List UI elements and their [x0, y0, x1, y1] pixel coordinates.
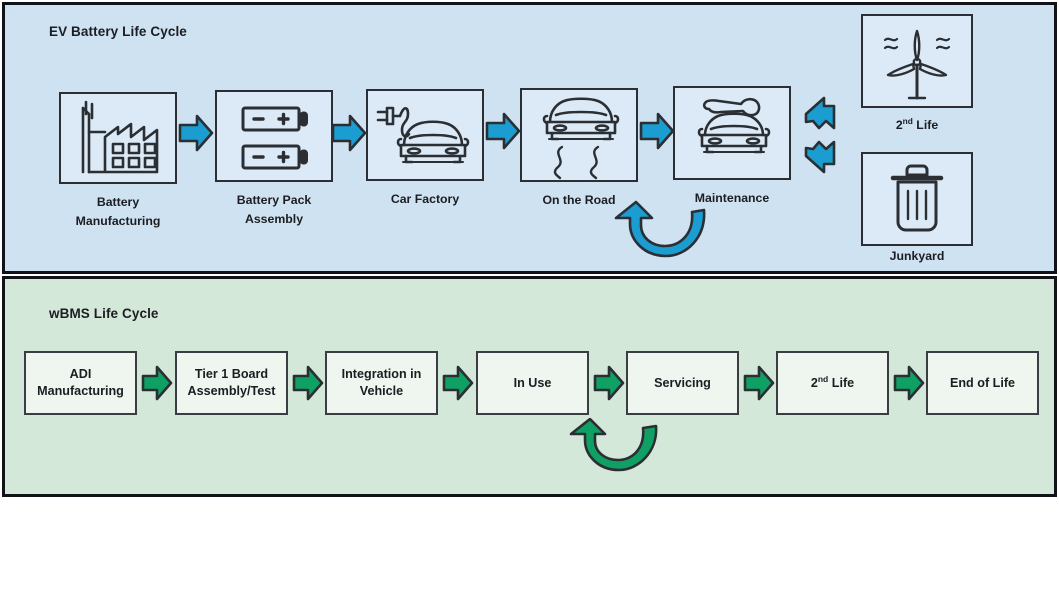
wbms-step-servicing[interactable]: Servicing — [626, 351, 739, 415]
wbms-step-label: End of Life — [949, 375, 1016, 390]
wbms-section-title: wBMS Life Cycle — [49, 306, 159, 321]
ev-stage-label: Car Factory — [390, 192, 460, 206]
wbms-step-adi-manufacturing[interactable]: ADI Manufacturing — [24, 351, 137, 415]
wbms-step-tier-1-board-assembly-test[interactable]: Tier 1 Board Assembly/Test — [175, 351, 288, 415]
arrow-right-icon — [441, 363, 475, 408]
wbms-step-label: 2nd Life — [810, 373, 855, 390]
ev-stage-label: On the Road — [542, 193, 616, 207]
wbms-step-end-of-life[interactable]: End of Life — [926, 351, 1039, 415]
wbms-step-second-life[interactable]: 2nd Life — [776, 351, 889, 415]
arrow-right-icon — [638, 110, 676, 157]
battery-cells-icon — [241, 106, 308, 170]
ev-stage-label: Battery Pack Assembly — [236, 193, 312, 227]
arrow-right-icon — [177, 112, 215, 159]
wbms-step-label: ADI Manufacturing — [37, 367, 124, 398]
trash-can-icon-card[interactable] — [861, 152, 973, 246]
ev-stage-label: Battery Manufacturing — [75, 195, 161, 229]
car-winding-road-icon-card — [520, 88, 638, 182]
factory-icon — [81, 100, 159, 174]
wind-turbine-icon — [883, 29, 951, 100]
car-charging-plug-icon — [376, 106, 470, 164]
arrow-right-icon — [291, 363, 325, 408]
car-wrench-icon-card — [673, 86, 791, 180]
car-charging-plug-icon-card — [366, 89, 484, 181]
car-winding-road-icon — [542, 97, 620, 180]
arrow-right-icon — [140, 363, 174, 408]
wbms-step-label: Servicing — [654, 375, 711, 390]
wbms-step-in-use[interactable]: In Use — [476, 351, 589, 415]
wbms-step-label: In Use — [513, 375, 552, 390]
ev-stage-label: Maintenance — [694, 191, 770, 205]
arrow-right-icon — [484, 110, 522, 157]
arrow-up-right-icon — [802, 94, 842, 139]
trash-can-icon — [890, 164, 944, 232]
arrow-loop-back-icon — [564, 417, 664, 481]
wbms-step-label: Tier 1 Board Assembly/Test — [187, 367, 276, 398]
second-life-label: 2nd Life — [857, 115, 977, 132]
arrow-right-icon — [330, 112, 368, 159]
arrow-down-right-icon — [802, 138, 842, 183]
ev-stage-battery-manufacturing[interactable]: Battery Manufacturing — [59, 92, 177, 231]
ev-stage-car-factory[interactable]: Car Factory — [366, 89, 484, 209]
ev-stage-battery-pack-assembly[interactable]: Battery Pack Assembly — [215, 90, 333, 229]
junkyard-text: Junkyard — [889, 249, 945, 263]
ev-stage-maintenance[interactable]: Maintenance — [673, 86, 791, 208]
wind-turbine-icon-card[interactable] — [861, 14, 973, 108]
ev-section-title: EV Battery Life Cycle — [49, 24, 187, 39]
battery-cells-icon-card — [215, 90, 333, 182]
arrow-right-icon — [592, 363, 626, 408]
factory-icon-card — [59, 92, 177, 184]
junkyard-label: Junkyard — [857, 249, 977, 263]
arrow-right-icon — [742, 363, 776, 408]
car-wrench-icon — [697, 97, 771, 154]
wbms-step-integration-in-vehicle[interactable]: Integration in Vehicle — [325, 351, 438, 415]
second-life-word: Life — [912, 118, 939, 132]
ev-stage-on-the-road[interactable]: On the Road — [520, 88, 638, 210]
second-life-number: 2 — [895, 118, 903, 132]
arrow-loop-back-icon — [608, 200, 712, 267]
arrow-right-icon — [892, 363, 926, 408]
second-life-sup: nd — [902, 115, 913, 126]
wbms-step-label: Integration in Vehicle — [341, 367, 422, 398]
